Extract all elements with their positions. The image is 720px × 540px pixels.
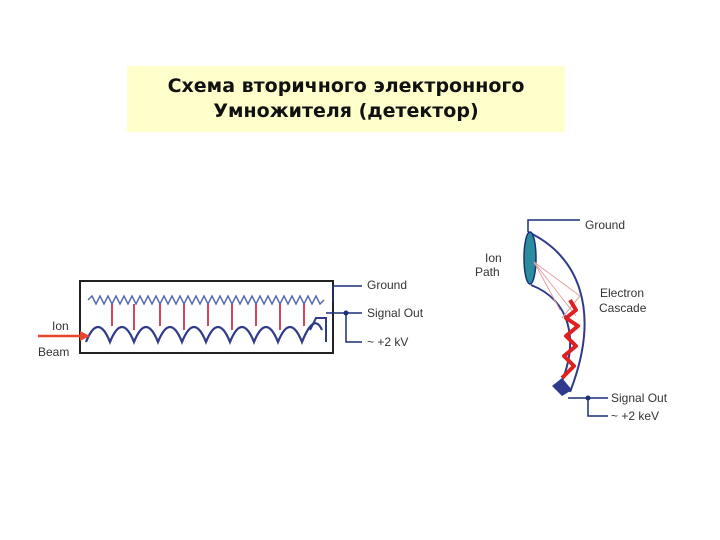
title-box: Схема вторичного электронного Умножителя… xyxy=(127,66,565,132)
right-signal-junction xyxy=(585,395,591,401)
lower-dynode-scallops xyxy=(84,322,324,345)
linear-multiplier: Ion Beam Ground Signal Out ~ +2 kV xyxy=(38,278,424,359)
right-voltage-label: ~ +2 keV xyxy=(611,409,659,423)
signal-junction xyxy=(343,310,349,316)
right-ground-label: Ground xyxy=(585,218,625,232)
left-voltage-label: ~ +2 kV xyxy=(367,335,408,349)
title-line-2: Умножителя (детектор) xyxy=(213,100,479,122)
title-line-1: Схема вторичного электронного xyxy=(167,75,525,97)
ion-entrance-lens xyxy=(523,231,537,285)
ion-label: Ion xyxy=(52,319,69,333)
horn-inner-wall xyxy=(530,284,572,387)
beam-label: Beam xyxy=(38,345,69,359)
electron-paths xyxy=(111,304,305,330)
horn-outer-wall xyxy=(527,231,586,393)
left-signal-label: Signal Out xyxy=(367,306,424,320)
ion-path-label-2: Path xyxy=(475,265,500,279)
left-ground-label: Ground xyxy=(367,278,407,292)
channel-multiplier: Ground Ion Path Electron Cascade Signal … xyxy=(475,218,668,423)
multiplier-housing xyxy=(79,280,334,354)
cascade-label: Cascade xyxy=(599,301,647,315)
ion-path-label-1: Ion xyxy=(485,251,502,265)
upper-dynode-zigzag xyxy=(87,294,325,306)
cascade-funnel xyxy=(533,261,581,319)
ion-beam-arrowhead xyxy=(80,331,90,341)
electron-label: Electron xyxy=(600,286,644,300)
collector-anode xyxy=(309,317,327,342)
right-signal-label: Signal Out xyxy=(611,391,668,405)
horn-tip xyxy=(552,378,572,396)
electron-cascade xyxy=(560,298,580,380)
